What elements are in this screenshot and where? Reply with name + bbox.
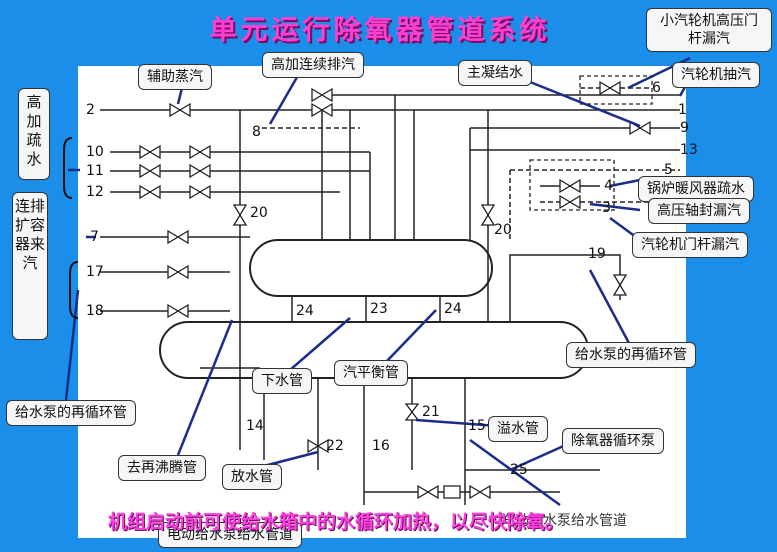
valve-4 <box>559 178 572 194</box>
valve-11b <box>189 163 202 179</box>
num-11: 11 <box>86 163 104 179</box>
label-downcomer: 下水管 <box>252 368 312 394</box>
valve-6 <box>599 80 612 96</box>
label-boiler-heater-drain: 锅炉暖风器疏水 <box>638 176 754 202</box>
arrow-recirc-right <box>588 269 632 346</box>
num-21: 21 <box>422 404 440 420</box>
num-14: 14 <box>246 418 264 434</box>
valve-aux-2 <box>311 102 324 118</box>
diagram-title: 单元运行除氧器管道系统 <box>209 15 551 46</box>
label-overflow-pipe: 溢水管 <box>488 416 548 442</box>
label-steam-balance: 汽平衡管 <box>334 360 408 386</box>
num-5: 5 <box>664 162 673 178</box>
num-6: 6 <box>652 80 661 96</box>
label-feedpump-recirc-right: 给水泵的再循环管 <box>566 342 696 368</box>
arrow-boiler-drain <box>609 178 641 188</box>
bracket-expander <box>69 261 79 319</box>
label-electric-feedpump-pipe: 电动给水泵给水管道 <box>158 522 302 548</box>
valve-19 <box>612 274 628 287</box>
label-drain-pipe: 放水管 <box>222 464 282 490</box>
valve-aux-steam <box>169 102 182 118</box>
num-18: 18 <box>86 303 104 319</box>
arrow-overflow <box>415 418 499 428</box>
arrow-recirc-left <box>64 289 80 401</box>
arrow-reboil <box>176 319 234 456</box>
num-3: 3 <box>602 200 611 216</box>
valve-21 <box>404 403 420 414</box>
label-steam-feedpump-pipe: 汽动给水泵给水管道 <box>501 513 627 529</box>
valve-17 <box>167 264 180 280</box>
valve-20-right <box>480 204 496 217</box>
valve-20-left <box>232 204 248 217</box>
num-7: 7 <box>90 229 99 245</box>
label-deaerator-circ-pump: 除氧器循环泵 <box>562 428 664 454</box>
num-17: 17 <box>86 264 104 280</box>
valve-bottom-2 <box>469 484 482 500</box>
label-hp-heater-drain: 高加疏水 <box>18 88 50 180</box>
label-cont-blowdown-expander: 连排扩容器来汽 <box>12 192 48 340</box>
label-feedpump-recirc-left: 给水泵的再循环管 <box>6 400 136 426</box>
label-main-condensate: 主凝结水 <box>458 60 532 86</box>
num-25: 25 <box>510 462 528 478</box>
arrow-steam-balance <box>385 309 437 363</box>
valve-22 <box>307 438 320 454</box>
num-13: 13 <box>680 142 698 158</box>
arrow-hp-blowdown <box>268 71 302 125</box>
label-turbine-valve-stem-leak: 汽轮机门杆漏汽 <box>632 232 748 258</box>
num-22: 22 <box>326 438 344 454</box>
label-to-reboil: 去再沸腾管 <box>118 455 206 481</box>
num-20-left: 20 <box>250 205 268 221</box>
valve-bottom-1 <box>417 484 430 500</box>
num-12: 12 <box>86 184 104 200</box>
arrow-steam-feedpump <box>469 438 561 507</box>
num-9: 9 <box>680 120 689 136</box>
num-23: 23 <box>370 301 388 317</box>
label-hp-cont-blowdown: 高加连续排汽 <box>262 52 364 78</box>
num-1: 1 <box>678 102 687 118</box>
num-24-left: 24 <box>296 303 314 319</box>
label-turbine-extraction: 汽轮机抽汽 <box>672 62 760 88</box>
num-15: 15 <box>468 418 486 434</box>
valve-7 <box>167 229 180 245</box>
num-10: 10 <box>86 144 104 160</box>
small-turbine-box <box>579 75 653 105</box>
num-8: 8 <box>252 124 261 140</box>
arrow-hp-shaft <box>589 202 641 212</box>
valve-10b <box>189 144 202 160</box>
valve-extraction-1 <box>311 87 324 103</box>
num-24-right: 24 <box>444 301 462 317</box>
label-small-turbine-hp-leak: 小汽轮机高压门杆漏汽 <box>646 8 772 52</box>
num-4: 4 <box>604 178 613 194</box>
label-aux-steam: 辅助蒸汽 <box>138 64 212 90</box>
num-20-right: 20 <box>494 222 512 238</box>
valve-11a <box>139 163 152 179</box>
pump-symbol <box>443 485 461 499</box>
deaerator-head <box>249 239 493 297</box>
bracket-hp-drain <box>63 137 73 199</box>
label-hp-shaft-seal-leak: 高压轴封漏汽 <box>648 198 750 224</box>
valves <box>139 80 651 500</box>
valve-12b <box>189 184 202 200</box>
arrow-downcomer <box>289 317 351 371</box>
caption: 机组启动前可使给水箱中的水循环加热，以尽快除氧。 <box>108 511 565 533</box>
num-2: 2 <box>86 102 95 118</box>
num-16: 16 <box>372 438 390 454</box>
valve-10a <box>139 144 152 160</box>
arrow-main-condensate <box>519 76 641 128</box>
valve-12a <box>139 184 152 200</box>
arrow-circ-pump <box>509 442 569 472</box>
arrow-aux-steam <box>176 87 184 105</box>
num-19: 19 <box>588 246 606 262</box>
valve-18 <box>167 303 180 319</box>
valve-3 <box>559 194 572 210</box>
